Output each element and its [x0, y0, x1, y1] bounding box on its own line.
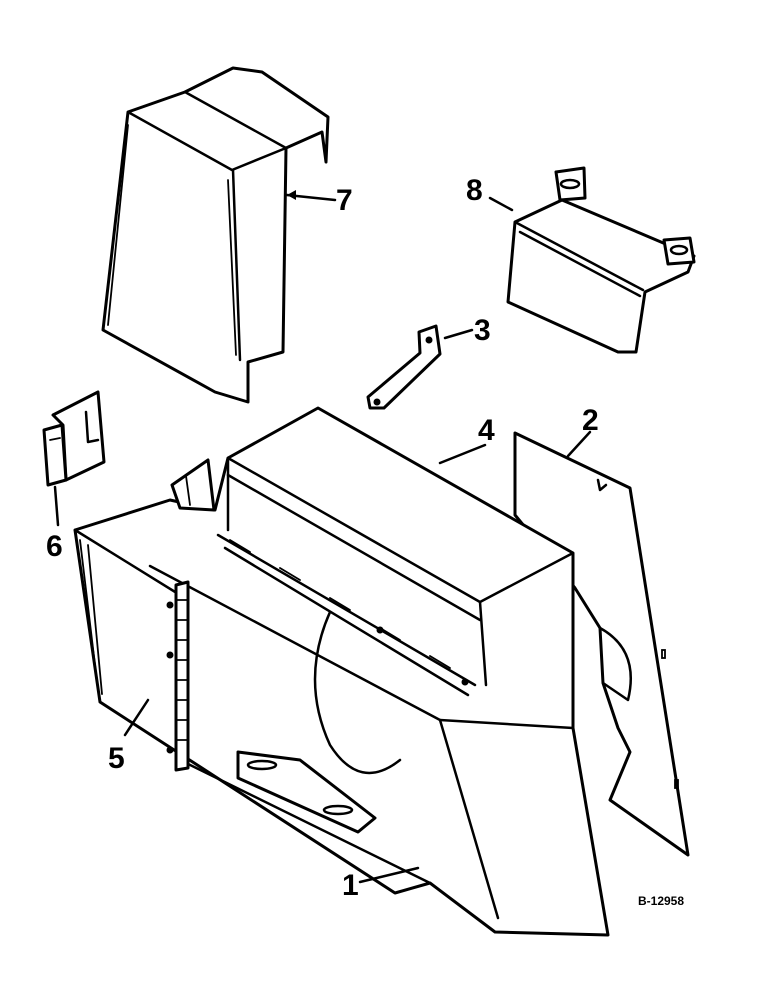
- part-7-upper-shroud: [101, 66, 330, 404]
- leader-2: [566, 430, 592, 458]
- callout-5: 5: [108, 742, 125, 775]
- callout-4: 4: [478, 414, 495, 447]
- leader-lines: [53, 190, 592, 884]
- leader-5: [123, 698, 150, 737]
- drawing-id: B-12958: [638, 894, 684, 908]
- callout-6: 6: [46, 530, 63, 563]
- callout-2: 2: [582, 404, 599, 437]
- part-6-latch-clip: [42, 390, 106, 487]
- callout-8: 8: [466, 174, 483, 207]
- leader-6: [53, 485, 60, 527]
- leader-8: [488, 196, 514, 212]
- leader-4: [438, 443, 487, 465]
- part-8-bracket-cover: [506, 166, 696, 354]
- callout-7: 7: [336, 184, 353, 217]
- part-3-strap-bracket: [366, 324, 442, 410]
- callout-3: 3: [474, 314, 491, 347]
- part-1-main-box: [73, 406, 610, 937]
- leader-3: [443, 328, 474, 340]
- leader-1: [358, 866, 420, 884]
- callout-labels: 7 8 3 4 2 6 5 1 B-12958: [46, 174, 684, 908]
- callout-1: 1: [342, 869, 359, 902]
